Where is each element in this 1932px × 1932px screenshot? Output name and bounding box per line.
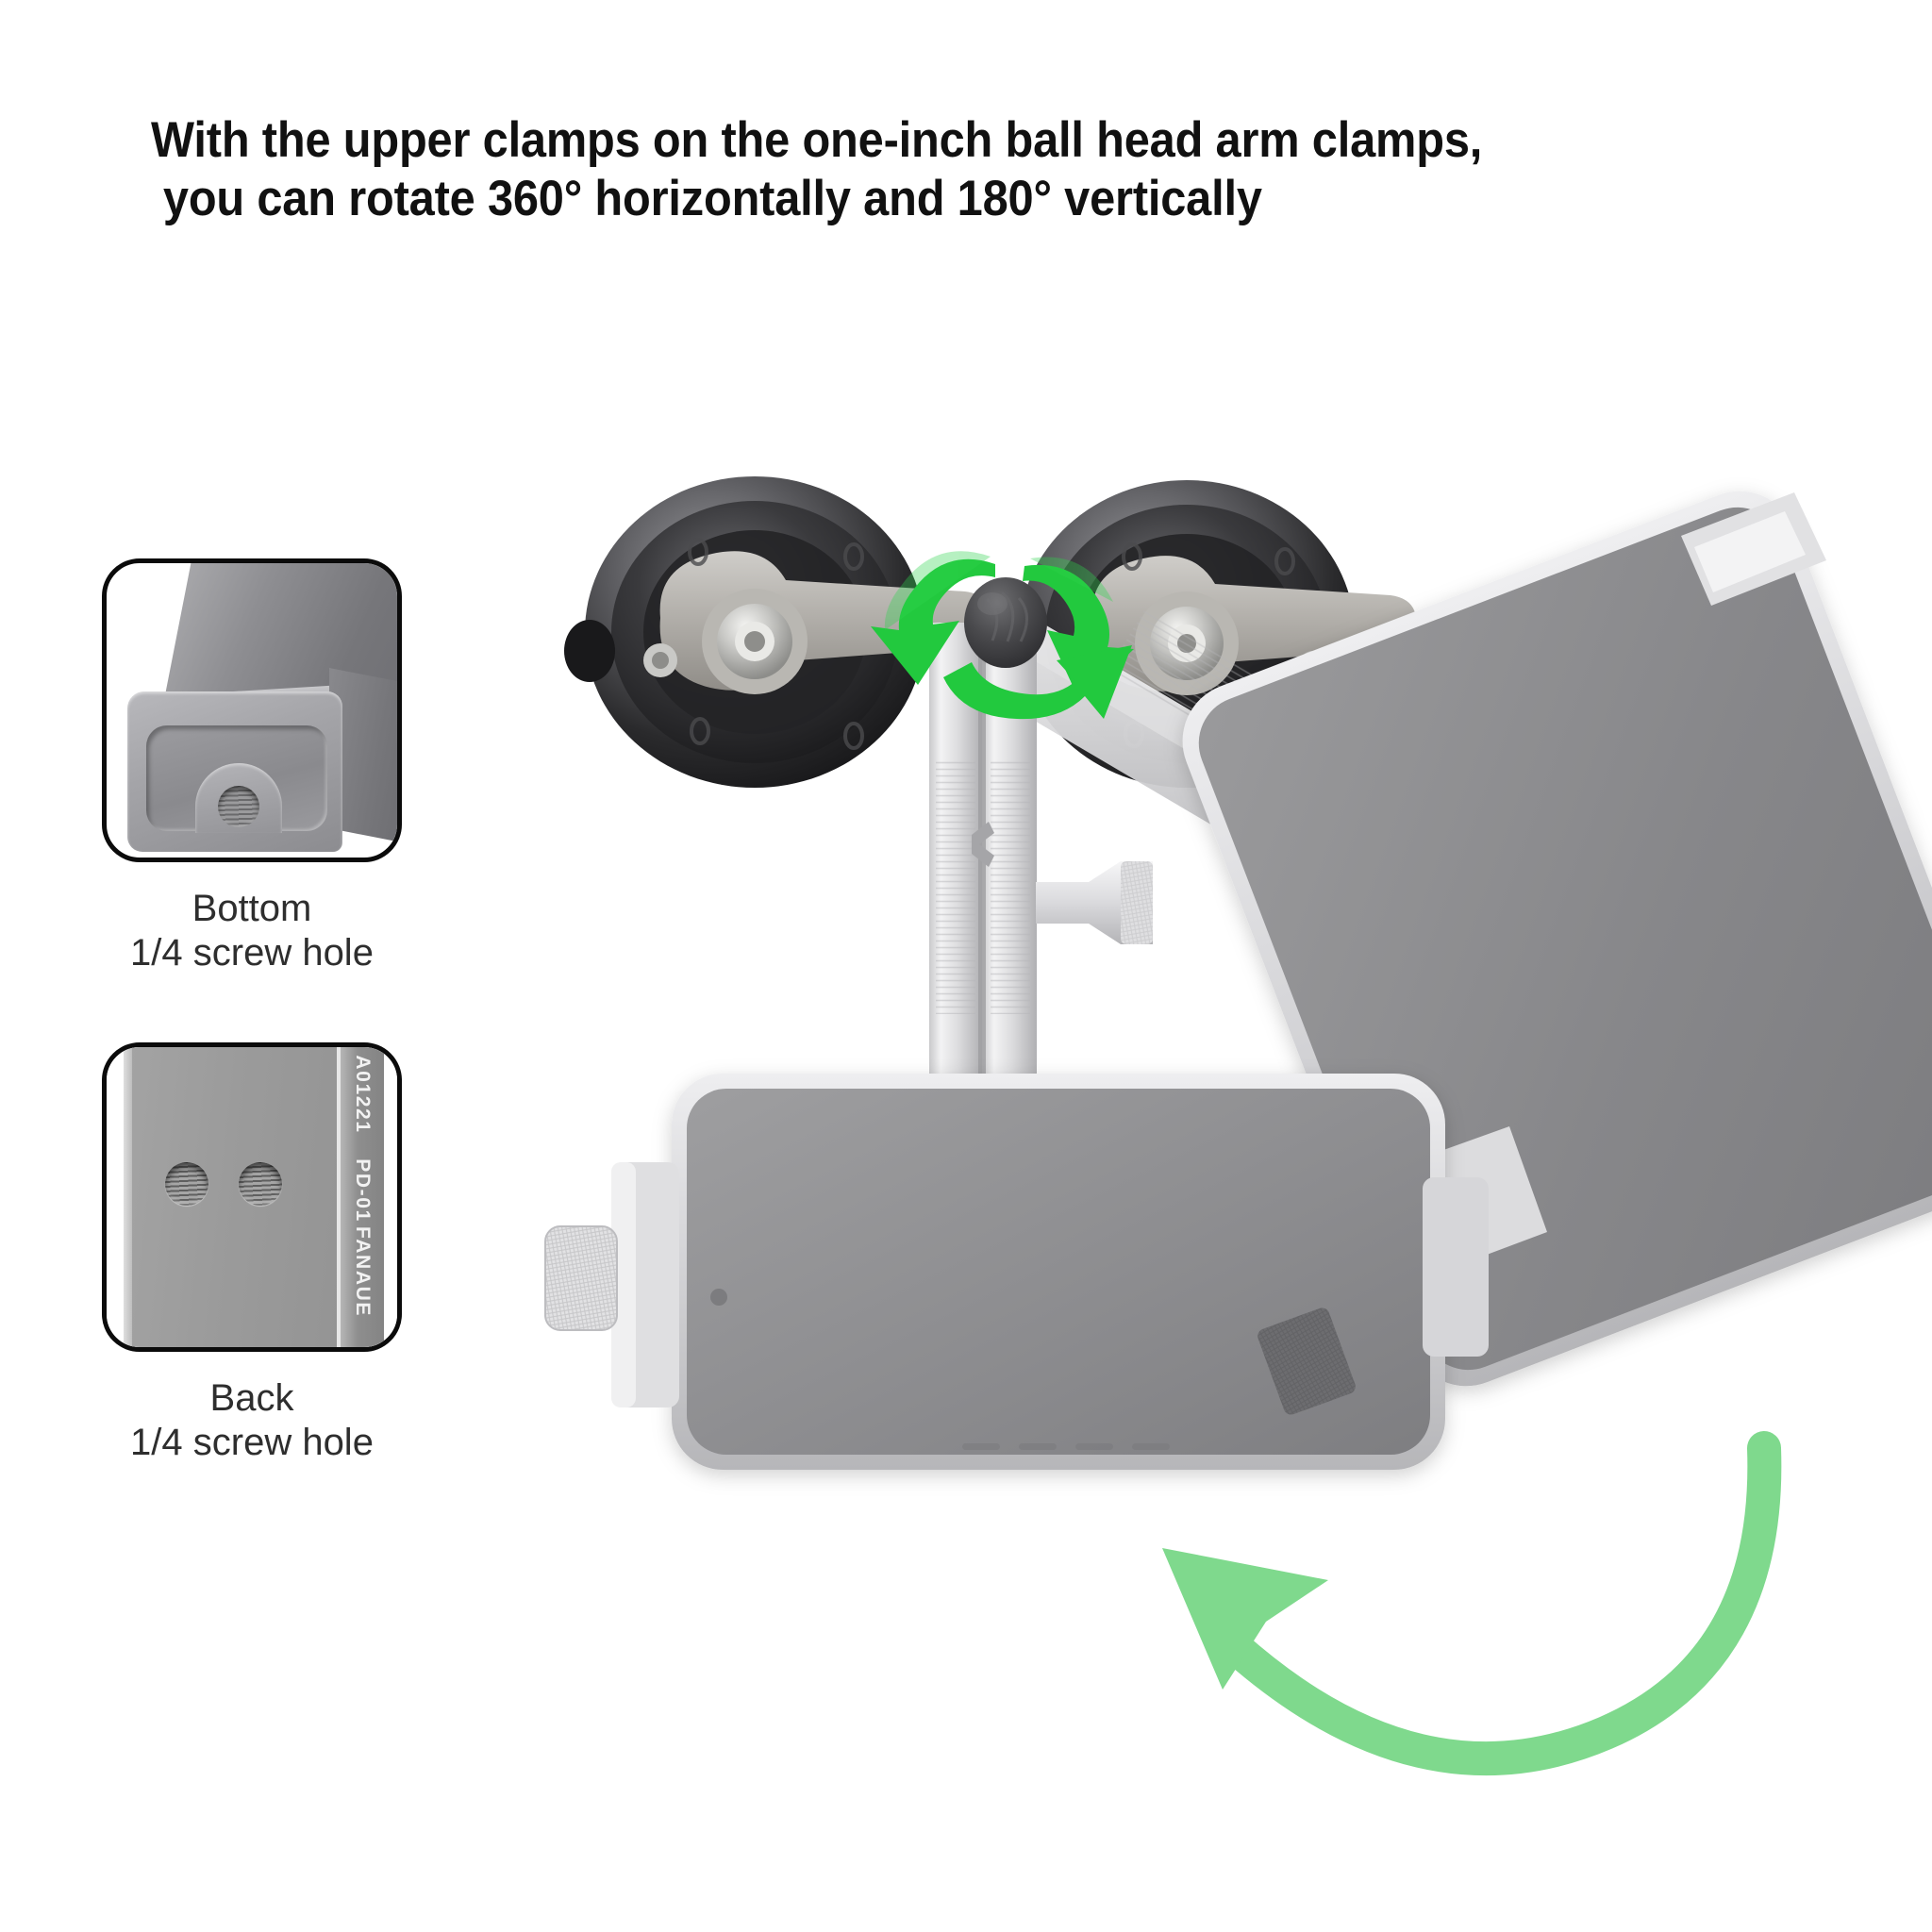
- phone-camera-dot: [710, 1289, 727, 1306]
- callout-bottom-caption: Bottom 1/4 screw hole: [102, 887, 402, 975]
- suction-cup-left: [564, 476, 1103, 788]
- vertical-tilt-arrow: [1162, 1431, 1782, 1776]
- callout-back-caption-line-2: 1/4 screw hole: [130, 1422, 374, 1464]
- phone-landscape-orientation: [672, 1074, 1445, 1470]
- phone-clamp-small-tab[interactable]: [1256, 1306, 1357, 1417]
- callout-bottom-caption-line-1: Bottom: [192, 888, 312, 929]
- bracket-label-rail: [341, 1047, 384, 1347]
- callout-bottom-caption-line-2: 1/4 screw hole: [130, 932, 374, 974]
- callout-back-image-frame: FANAUE PD-01 A01221: [102, 1042, 402, 1352]
- post-lock-marker: [972, 822, 994, 867]
- tilted-phone-clamp-top: [1681, 492, 1826, 606]
- page-title: With the upper clamps on the one-inch ba…: [151, 111, 1705, 228]
- callout-back-caption: Back 1/4 screw hole: [102, 1376, 402, 1465]
- callout-bottom-screw-hole: Bottom 1/4 screw hole: [102, 558, 402, 975]
- callout-bottom-image-frame: [102, 558, 402, 862]
- phone-clamp-right-jaw: [1423, 1177, 1489, 1357]
- bracket-recess: [146, 725, 327, 833]
- bracket-boss: [195, 763, 282, 833]
- page-title-line-2: you can rotate 360° horizontally and 180…: [162, 171, 1262, 226]
- phone-clamp-left-jaw: [611, 1162, 679, 1407]
- suction-cup-left-release-tab[interactable]: [564, 620, 615, 682]
- quarter-inch-screw-hole-icon-right: [239, 1162, 282, 1206]
- bracket-bottom-illustration: [107, 563, 397, 858]
- bracket-bottom-face: [127, 691, 342, 852]
- phone-clamp-thumbscrew[interactable]: [544, 1225, 618, 1331]
- callout-back-screw-hole: FANAUE PD-01 A01221 Back 1/4 screw hole: [102, 1042, 402, 1465]
- bracket-back-left-edge: [124, 1047, 132, 1347]
- page-title-line-1: With the upper clamps on the one-inch ba…: [151, 112, 1483, 168]
- callout-back-caption-line-1: Back: [209, 1377, 294, 1419]
- quarter-inch-screw-hole-icon: [218, 786, 259, 827]
- ball-head-rotation-arrows: [871, 551, 1134, 720]
- bracket-back-illustration: FANAUE PD-01 A01221: [107, 1047, 397, 1347]
- bracket-back-plate: [131, 1047, 341, 1347]
- adjustment-knob[interactable]: [1036, 861, 1153, 944]
- quarter-inch-screw-hole-icon-left: [165, 1162, 208, 1206]
- bracket-rail-highlight: [337, 1047, 342, 1347]
- one-inch-ball-head[interactable]: [964, 577, 1047, 668]
